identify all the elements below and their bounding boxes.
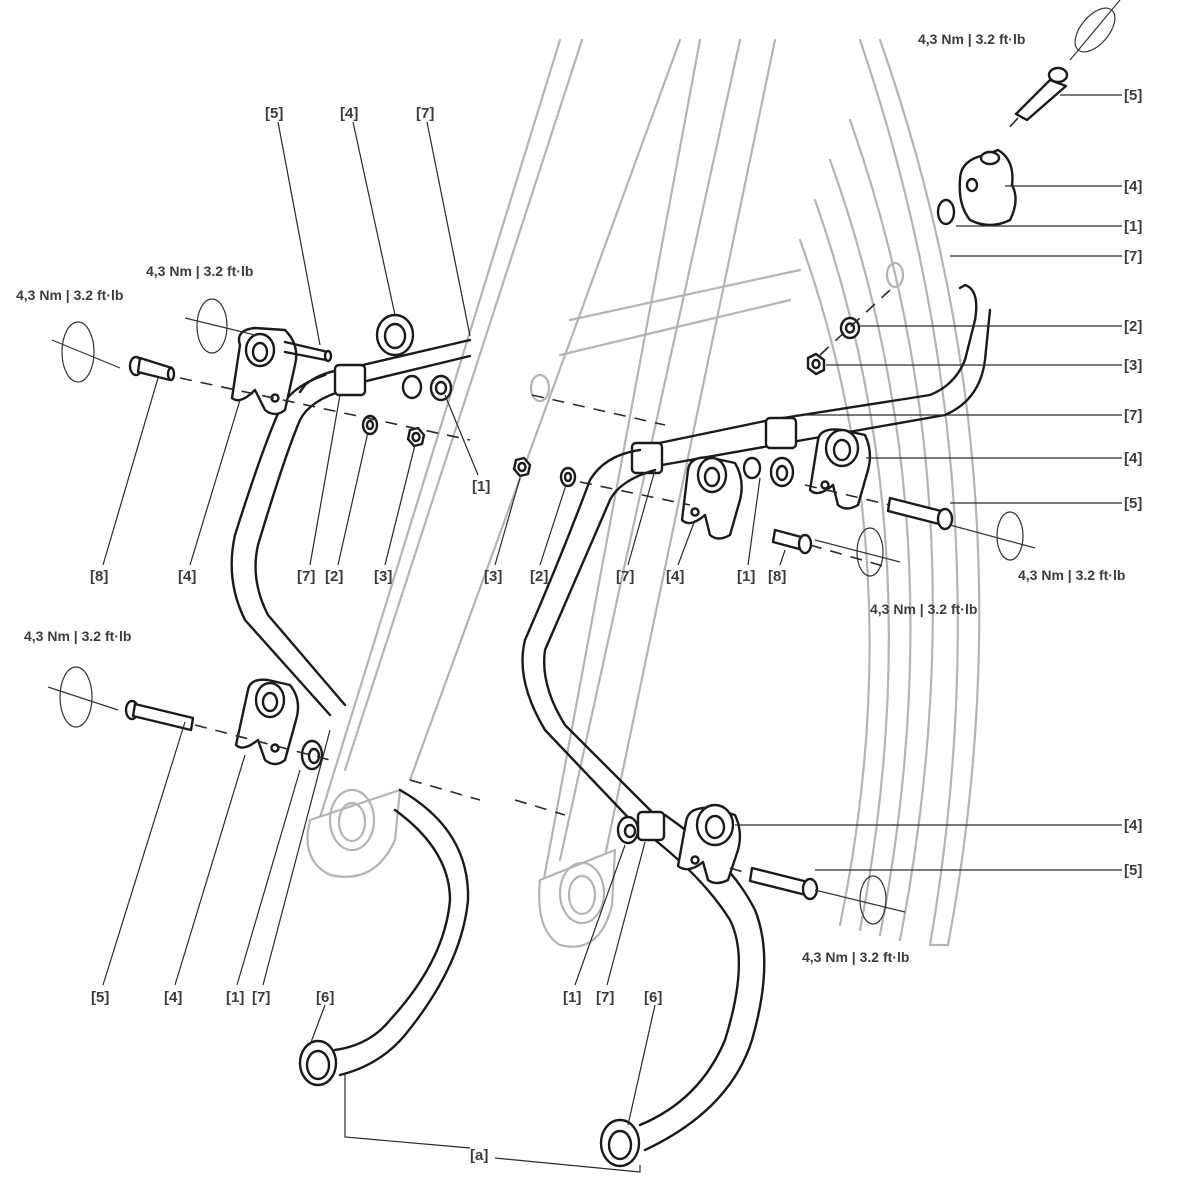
label-1-right: [1] xyxy=(1124,218,1142,235)
label-5-right-mid: [5] xyxy=(1124,495,1142,512)
label-1-bottom-right: [1] xyxy=(563,989,581,1006)
label-5-bottom-left: [5] xyxy=(91,989,109,1006)
label-5-right-top: [5] xyxy=(1124,87,1142,104)
label-7-bottom-left: [7] xyxy=(252,989,270,1006)
label-1-upper-mid: [1] xyxy=(472,478,490,495)
label-4-mid-left: [4] xyxy=(178,568,196,585)
label-3-mid-center: [3] xyxy=(484,568,502,585)
torque-upper-left-outer: 4,3 Nm | 3.2 ft·lb xyxy=(16,287,123,303)
left-rack xyxy=(124,313,472,1087)
label-2-mid-left: [2] xyxy=(325,568,343,585)
label-4-right-top: [4] xyxy=(1124,178,1142,195)
torque-labels: 4,3 Nm | 3.2 ft·lb 4,3 Nm | 3.2 ft·lb 4,… xyxy=(16,31,1125,965)
label-6-bottom-left: [6] xyxy=(316,989,334,1006)
label-3-right: [3] xyxy=(1124,357,1142,374)
label-7-mid-center: [7] xyxy=(616,568,634,585)
label-2-mid-center: [2] xyxy=(530,568,548,585)
torque-right-mid: 4,3 Nm | 3.2 ft·lb xyxy=(1018,567,1125,583)
label-4-top-left: [4] xyxy=(340,105,358,122)
torque-upper-left-inner: 4,3 Nm | 3.2 ft·lb xyxy=(146,263,253,279)
torque-rotation-arrows xyxy=(47,0,1121,925)
label-5-right-low: [5] xyxy=(1124,862,1142,879)
fork-frame xyxy=(306,38,981,948)
label-6-bottom-right: [6] xyxy=(644,989,662,1006)
label-1-mid-center: [1] xyxy=(737,568,755,585)
label-8-mid-center: [8] xyxy=(768,568,786,585)
label-7-right-top: [7] xyxy=(1124,248,1142,265)
label-5-top-left: [5] xyxy=(265,105,283,122)
label-4-bottom-left: [4] xyxy=(164,989,182,1006)
label-4-mid-center: [4] xyxy=(666,568,684,585)
label-7-mid-left: [7] xyxy=(297,568,315,585)
label-1-bottom-left: [1] xyxy=(226,989,244,1006)
label-7-bottom-right: [7] xyxy=(596,989,614,1006)
label-a: [a] xyxy=(470,1147,488,1164)
torque-lower-left: 4,3 Nm | 3.2 ft·lb xyxy=(24,628,131,644)
label-4-right-mid: [4] xyxy=(1124,450,1142,467)
label-7-right-mid: [7] xyxy=(1124,407,1142,424)
label-4-right-low: [4] xyxy=(1124,817,1142,834)
label-8-left: [8] xyxy=(90,568,108,585)
label-2-right: [2] xyxy=(1124,318,1142,335)
torque-lower-right: 4,3 Nm | 3.2 ft·lb xyxy=(802,949,909,965)
leader-lines xyxy=(102,94,1122,1173)
label-7-top-left: [7] xyxy=(416,105,434,122)
torque-center-right: 4,3 Nm | 3.2 ft·lb xyxy=(870,601,977,617)
label-3-mid-left: [3] xyxy=(374,568,392,585)
alignment-lines xyxy=(179,117,1019,875)
part-labels: [5] [4] [7] [1] [8] [4] [7] [2] [3] [3] … xyxy=(90,87,1142,1164)
torque-top-right: 4,3 Nm | 3.2 ft·lb xyxy=(918,31,1025,47)
right-rack xyxy=(512,66,1069,1168)
